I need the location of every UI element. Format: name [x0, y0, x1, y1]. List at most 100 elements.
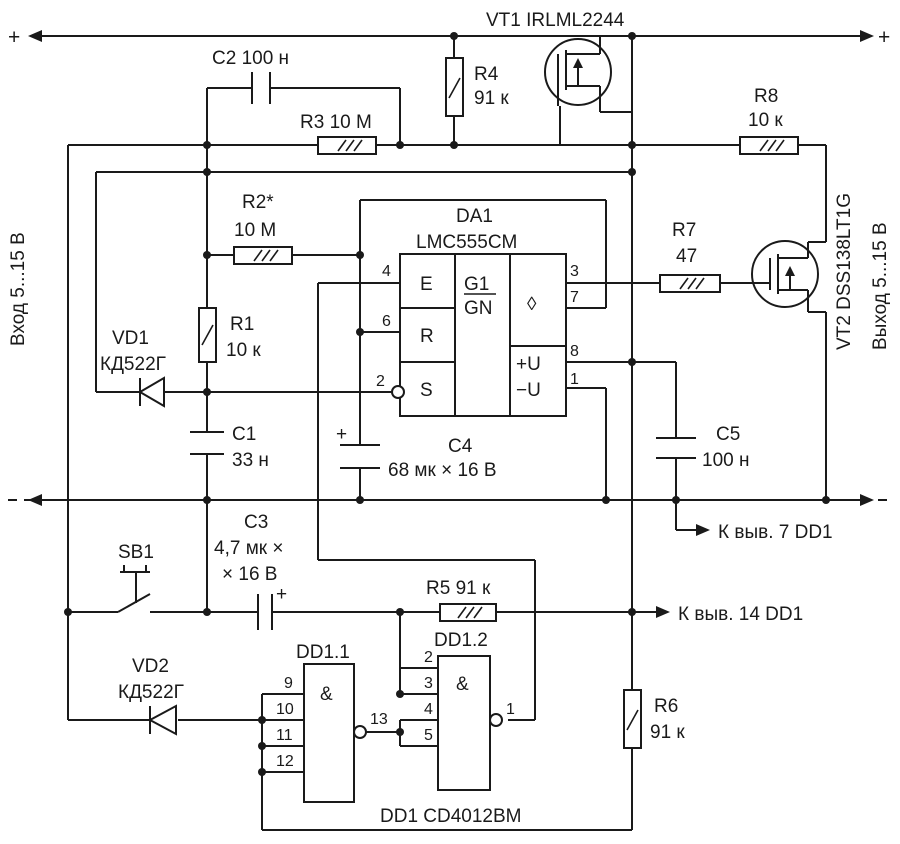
- da1-output-symbol: ◊: [527, 294, 537, 315]
- r6-name: R6: [654, 696, 678, 717]
- junction-dots: [64, 32, 830, 776]
- vt2-transistor: VT2 DSS138LT1G Выход 5...15 В: [720, 193, 891, 500]
- da1-type: LMC555CM: [416, 232, 517, 253]
- c5-capacitor: C5 100 н: [656, 424, 749, 471]
- dd1-1-pin11: 11: [276, 727, 293, 744]
- c3-name: C3: [244, 512, 268, 533]
- dd1-1-gate: & 9 10 11 12 13 DD1.1: [261, 642, 400, 830]
- to-dd1-pin14-label: К выв. 14 DD1: [678, 604, 803, 625]
- r6-resistor: R6 91 к: [623, 689, 685, 749]
- sb1-button: SB1: [117, 542, 207, 613]
- r3-resistor: R3 10 М: [300, 112, 560, 155]
- r2-name: R2*: [242, 192, 274, 213]
- r1-value: 10 к: [226, 340, 261, 361]
- r3-label: R3 10 М: [300, 112, 372, 133]
- r5-resistor: R5 91 к К выв. 14 DD1: [426, 578, 803, 625]
- dd1-1-pin9: 9: [284, 675, 293, 692]
- vd1-type: КД522Г: [100, 354, 166, 375]
- da1-pin8: 8: [570, 343, 579, 360]
- da1-timer: E R S G1 GN ◊ +U −U 4 6 2 3 7 8 1 DA1 LM…: [376, 206, 579, 417]
- dd1-2-label: DD1.2: [434, 630, 488, 651]
- r8-resistor: R8 10 к: [560, 86, 827, 242]
- dd1-2-pin2: 2: [424, 649, 433, 666]
- da1-name: DA1: [456, 206, 493, 227]
- vd2-type: КД522Г: [118, 682, 184, 703]
- to-dd1-pin7: К выв. 7 DD1: [676, 522, 833, 543]
- r7-resistor: R7 47: [659, 220, 721, 293]
- r2-resistor: R2* 10 М: [233, 192, 293, 265]
- positive-rail: + +: [8, 26, 890, 49]
- c3-value1: 4,7 мк ×: [214, 538, 283, 559]
- dd1-2-pin5: 5: [424, 727, 433, 744]
- dd1-1-pin13: 13: [370, 711, 388, 728]
- da1-pin2: 2: [376, 373, 385, 390]
- input-bus-wires: [67, 144, 318, 721]
- c3-value2: × 16 В: [222, 564, 277, 585]
- c5-name: C5: [716, 424, 740, 445]
- r6-value: 91 к: [650, 722, 685, 743]
- dd1-1-pin10: 10: [276, 701, 294, 718]
- c4-value: 68 мк × 16 В: [388, 460, 497, 481]
- r4-resistor: R4 91 к: [445, 36, 509, 145]
- da1-pin4: 4: [382, 263, 391, 280]
- c3-capacitor: + C3 4,7 мк × × 16 В: [207, 512, 440, 630]
- da1-vminus: −U: [516, 380, 541, 401]
- output-label: Выход 5...15 В: [870, 222, 891, 350]
- c4-capacitor: + C4 68 мк × 16 В: [336, 424, 497, 481]
- vt1-label: VT1 IRLML2244: [486, 10, 625, 31]
- r8-value: 10 к: [748, 110, 783, 131]
- to-dd1-pin7-label: К выв. 7 DD1: [718, 522, 833, 543]
- da1-e: E: [420, 274, 433, 295]
- r4-name: R4: [474, 64, 499, 85]
- dd1-2-pin3: 3: [424, 675, 433, 692]
- r7-name: R7: [672, 220, 696, 241]
- vt1-transistor: VT1 IRLML2244: [486, 10, 632, 145]
- da1-gn: GN: [464, 298, 493, 319]
- da1-pin6: 6: [382, 313, 391, 330]
- r5-label: R5 91 к: [426, 578, 491, 599]
- r1-name: R1: [230, 314, 254, 335]
- vd1-name: VD1: [112, 328, 149, 349]
- r8-name: R8: [754, 86, 778, 107]
- da1-output-wires: [566, 282, 677, 530]
- da1-s: S: [420, 380, 433, 401]
- da1-pin1: 1: [570, 371, 579, 388]
- plus-left-label: +: [8, 26, 20, 49]
- sb1-label: SB1: [118, 542, 154, 563]
- negative-rail: [8, 494, 892, 506]
- dd1-1-label: DD1.1: [296, 642, 350, 663]
- dd1-2-symbol: &: [456, 674, 469, 695]
- r2-value: 10 М: [234, 220, 276, 241]
- da1-vplus: +U: [516, 354, 541, 375]
- c4-name: C4: [448, 436, 473, 457]
- c1-value: 33 н: [232, 450, 269, 471]
- input-label: Вход 5...15 В: [8, 232, 29, 346]
- vd2-name: VD2: [132, 656, 169, 677]
- dd1-2-pin4: 4: [424, 701, 433, 718]
- da1-pin3: 3: [570, 263, 579, 280]
- da1-pin7: 7: [570, 289, 579, 306]
- plus-right-label: +: [878, 26, 890, 49]
- dd1-2-gate: & 2 3 4 5 1 DD1.2: [399, 612, 515, 791]
- c1-name: C1: [232, 424, 256, 445]
- r4-value: 91 к: [474, 88, 509, 109]
- da1-r: R: [420, 326, 434, 347]
- c2-capacitor: C2 100 н: [206, 48, 401, 145]
- vd2-diode: VD2 КД522Г: [118, 656, 184, 736]
- c1-capacitor: C1 33 н: [190, 424, 269, 471]
- r1-resistor: R1 10 к: [198, 307, 261, 363]
- r7-value: 47: [676, 246, 697, 267]
- da1-input-wires: [95, 145, 632, 721]
- vd1-diode: VD1 КД522Г: [100, 328, 166, 408]
- dd1-1-symbol: &: [320, 684, 333, 705]
- da1-g1: G1: [464, 274, 489, 295]
- c4-plus: +: [336, 424, 347, 445]
- c2-label: C2 100 н: [212, 48, 289, 69]
- vt2-label: VT2 DSS138LT1G: [834, 193, 855, 350]
- dd1-label: DD1 CD4012BM: [380, 806, 522, 827]
- c5-value: 100 н: [702, 450, 749, 471]
- dd1-1-pin12: 12: [276, 753, 294, 770]
- dd1-2-pin1: 1: [506, 701, 515, 718]
- c3-plus: +: [276, 584, 287, 605]
